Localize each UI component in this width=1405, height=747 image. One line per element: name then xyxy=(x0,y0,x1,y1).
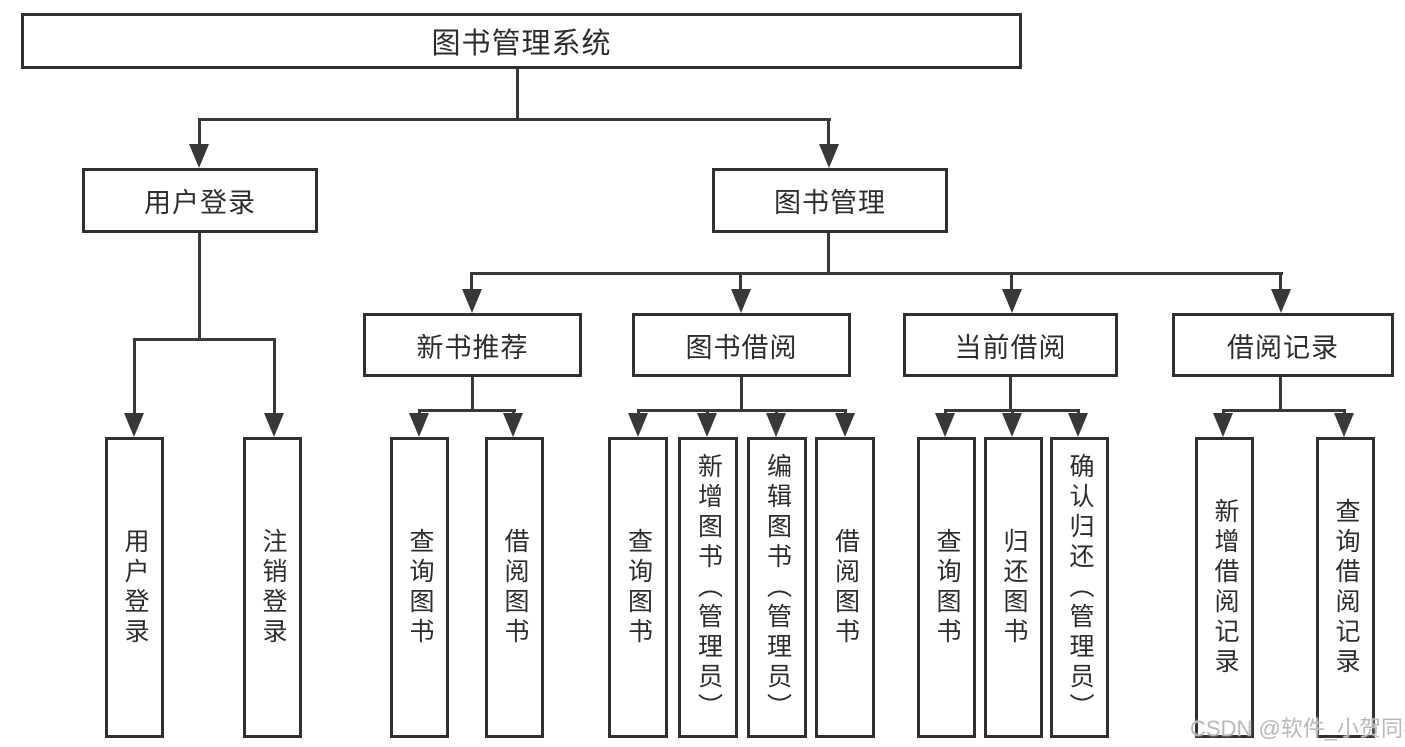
connector-arrow-stem xyxy=(133,338,136,416)
node-root-label: 图书管理系统 xyxy=(431,28,612,60)
arrow-to-cb-leaf-2 xyxy=(1068,413,1088,437)
node-new-book-recommend: 新书推荐 xyxy=(363,313,582,377)
connector-arrow-stem xyxy=(273,338,276,416)
connector-arrow-stem xyxy=(739,272,742,292)
leaf-cb-confirm-return-admin-label: 确认归还（管理员） xyxy=(1066,452,1094,723)
node-borrow-record-label: 借阅记录 xyxy=(1227,332,1339,363)
arrow-to-bb-leaf-0 xyxy=(628,413,648,437)
leaf-logout-label: 注销登录 xyxy=(259,527,287,648)
node-new-book-recommend-label: 新书推荐 xyxy=(416,332,529,363)
arrow-to-user-login xyxy=(189,144,209,168)
leaf-logout: 注销登录 xyxy=(243,437,302,738)
connector-level2-junction xyxy=(198,118,831,121)
arrow-to-book-management xyxy=(819,144,839,168)
connector-arrow-stem xyxy=(1010,272,1013,292)
node-book-borrow-label: 图书借阅 xyxy=(685,332,798,363)
arrow-to-cb-leaf-0 xyxy=(935,413,955,437)
leaf-cb-query-books-label: 查询图书 xyxy=(933,527,961,648)
leaf-cb-return-books-label: 归还图书 xyxy=(1000,527,1028,648)
connector-br-stem xyxy=(1279,377,1282,412)
leaf-cb-return-books: 归还图书 xyxy=(984,437,1043,738)
connector-arrow-stem xyxy=(827,118,830,148)
leaf-nbr-query-books: 查询图书 xyxy=(390,437,449,738)
node-current-borrow: 当前借阅 xyxy=(903,313,1118,377)
node-book-borrow: 图书借阅 xyxy=(632,313,851,377)
leaf-br-add-record: 新增借阅记录 xyxy=(1195,437,1254,738)
connector-cb-stem xyxy=(1009,377,1012,412)
leaf-cb-confirm-return-admin: 确认归还（管理员） xyxy=(1050,437,1109,738)
leaf-bb-borrow-books-label: 借阅图书 xyxy=(831,527,860,648)
arrow-to-bb-leaf-3 xyxy=(835,413,855,437)
connector-br-junction xyxy=(1222,409,1346,412)
node-user-login-label: 用户登录 xyxy=(144,188,256,218)
arrow-to-current-borrow xyxy=(1002,289,1022,313)
csdn-watermark: CSDN @软件_小贺同学 xyxy=(1190,716,1405,741)
connector-level3-junction xyxy=(470,272,1283,275)
leaf-bb-edit-books-admin: 编辑图书（管理员） xyxy=(747,437,807,738)
arrow-to-user-login-leaf-0 xyxy=(124,413,144,437)
arrow-to-cb-leaf-1 xyxy=(1002,413,1022,437)
arrow-to-nbr-leaf-1 xyxy=(503,413,523,437)
connector-arrow-stem xyxy=(1279,272,1282,292)
connector-arrow-stem xyxy=(470,272,473,292)
leaf-nbr-query-books-label: 查询图书 xyxy=(406,527,434,648)
arrow-to-br-leaf-0 xyxy=(1213,413,1233,437)
node-book-management: 图书管理 xyxy=(712,168,948,233)
connector-root-stem xyxy=(516,69,519,121)
leaf-bb-add-books-admin: 新增图书（管理员） xyxy=(678,437,738,738)
node-user-login: 用户登录 xyxy=(82,168,318,233)
node-current-borrow-label: 当前借阅 xyxy=(954,332,1067,363)
connector-arrow-stem xyxy=(198,118,201,148)
leaf-br-add-record-label: 新增借阅记录 xyxy=(1211,497,1239,678)
node-root: 图书管理系统 xyxy=(21,13,1022,69)
leaf-nbr-borrow-books-label: 借阅图书 xyxy=(501,527,529,648)
arrow-to-new-book-recommend xyxy=(462,289,482,313)
leaf-cb-query-books: 查询图书 xyxy=(917,437,976,738)
node-book-management-label: 图书管理 xyxy=(774,188,886,218)
arrow-to-br-leaf-1 xyxy=(1334,413,1354,437)
arrow-to-borrow-record xyxy=(1271,289,1291,313)
connector-book-management-stem xyxy=(827,233,830,275)
leaf-bb-edit-books-admin-label: 编辑图书（管理员） xyxy=(763,452,792,723)
leaf-user-login: 用户登录 xyxy=(105,437,164,738)
connector-user-login-stem xyxy=(198,233,201,341)
connector-nbr-stem xyxy=(471,377,474,412)
node-borrow-record: 借阅记录 xyxy=(1172,313,1394,377)
arrow-to-book-borrow xyxy=(731,289,751,313)
leaf-br-query-record: 查询借阅记录 xyxy=(1316,437,1375,738)
leaf-bb-add-books-admin-label: 新增图书（管理员） xyxy=(694,452,723,723)
leaf-br-query-record-label: 查询借阅记录 xyxy=(1332,497,1360,678)
connector-bb-stem xyxy=(740,377,743,412)
arrow-to-bb-leaf-1 xyxy=(697,413,717,437)
connector-user-login-junction xyxy=(133,338,276,341)
arrow-to-nbr-leaf-0 xyxy=(409,413,429,437)
leaf-user-login-label: 用户登录 xyxy=(121,527,149,648)
arrow-to-user-login-leaf-1 xyxy=(264,413,284,437)
leaf-bb-borrow-books: 借阅图书 xyxy=(815,437,875,738)
leaf-bb-query-books: 查询图书 xyxy=(608,437,668,738)
connector-nbr-junction xyxy=(418,409,516,412)
connector-bb-junction xyxy=(637,409,847,412)
leaf-nbr-borrow-books: 借阅图书 xyxy=(485,437,544,738)
arrow-to-bb-leaf-2 xyxy=(766,413,786,437)
leaf-bb-query-books-label: 查询图书 xyxy=(624,527,653,648)
